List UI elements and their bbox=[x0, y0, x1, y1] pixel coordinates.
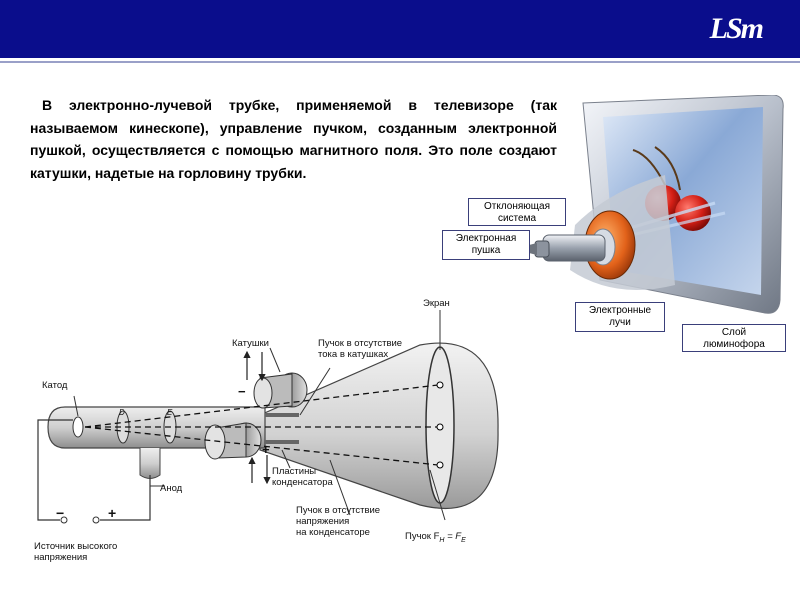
label-beam-no-current: Пучок в отсутствие тока в катушках bbox=[318, 338, 402, 360]
label-beam-no-current-line1: Пучок в отсутствие bbox=[318, 338, 403, 349]
label-gun-line1: Электронная bbox=[455, 233, 517, 244]
label-plates: Пластины конденсатора bbox=[272, 466, 333, 488]
label-beam-balanced: Пучок FH = FE bbox=[405, 531, 466, 546]
lower-coil bbox=[204, 422, 262, 460]
label-gun-line2: пушка bbox=[471, 245, 501, 256]
label-source-minus: − bbox=[56, 505, 65, 521]
upper-coil bbox=[253, 372, 308, 409]
label-cathode: Катод bbox=[42, 380, 68, 391]
label-electrode-d: D bbox=[119, 408, 125, 417]
label-electron-beams: Электронные лучи bbox=[575, 302, 665, 332]
label-deflection-line1: Отклоняющая bbox=[484, 201, 550, 212]
label-beam-no-voltage-line1: Пучок в отсутствие bbox=[296, 505, 381, 516]
label-coils: Катушки bbox=[232, 338, 269, 349]
label-plus-bottom: + bbox=[262, 442, 270, 457]
label-screen: Экран bbox=[423, 298, 450, 309]
label-beam-balanced-sub2: E bbox=[461, 536, 466, 544]
label-deflection-line2: система bbox=[497, 213, 537, 224]
header-bar: LSm bbox=[0, 0, 800, 58]
label-beam-balanced-sub1: H bbox=[439, 536, 445, 544]
label-source-plus: + bbox=[108, 505, 117, 521]
label-beam-no-current-line2: тока в катушках bbox=[318, 349, 389, 360]
label-deflection-system: Отклоняющая система bbox=[468, 198, 566, 226]
label-plates-line1: Пластины bbox=[272, 466, 317, 477]
label-electron-gun: Электронная пушка bbox=[442, 230, 530, 260]
label-phosphor-line2: люминофора bbox=[703, 339, 765, 350]
crt-illustration bbox=[521, 95, 784, 314]
crt-schematic bbox=[37, 310, 499, 524]
header-divider bbox=[0, 61, 800, 63]
body-paragraph: В электронно-лучевой трубке, применяемой… bbox=[30, 97, 557, 181]
label-power-source-line1: Источник высокого bbox=[34, 541, 118, 552]
label-beam-balanced-eq: = F bbox=[444, 531, 462, 542]
label-beam-no-voltage-line3: на конденсаторе bbox=[296, 527, 370, 538]
label-plates-line2: конденсатора bbox=[272, 477, 333, 488]
label-phosphor-layer: Слой люминофора bbox=[682, 324, 786, 352]
label-electrode-e: E bbox=[167, 408, 173, 417]
logo: LSm bbox=[709, 12, 764, 45]
label-beam-no-voltage-line2: напряжения bbox=[296, 516, 350, 527]
label-beam-balanced-text: Пучок F bbox=[405, 531, 440, 542]
label-minus-top: − bbox=[238, 384, 246, 399]
label-beams-line1: Электронные bbox=[588, 305, 652, 316]
label-beams-line2: лучи bbox=[609, 317, 631, 328]
label-power-source: Источник высокого напряжения bbox=[34, 541, 117, 563]
label-phosphor-line1: Слой bbox=[721, 327, 747, 338]
label-anode: Анод bbox=[160, 483, 183, 494]
label-beam-no-voltage: Пучок в отсутствие напряжения на конденс… bbox=[296, 505, 380, 538]
label-power-source-line2: напряжения bbox=[34, 552, 88, 563]
